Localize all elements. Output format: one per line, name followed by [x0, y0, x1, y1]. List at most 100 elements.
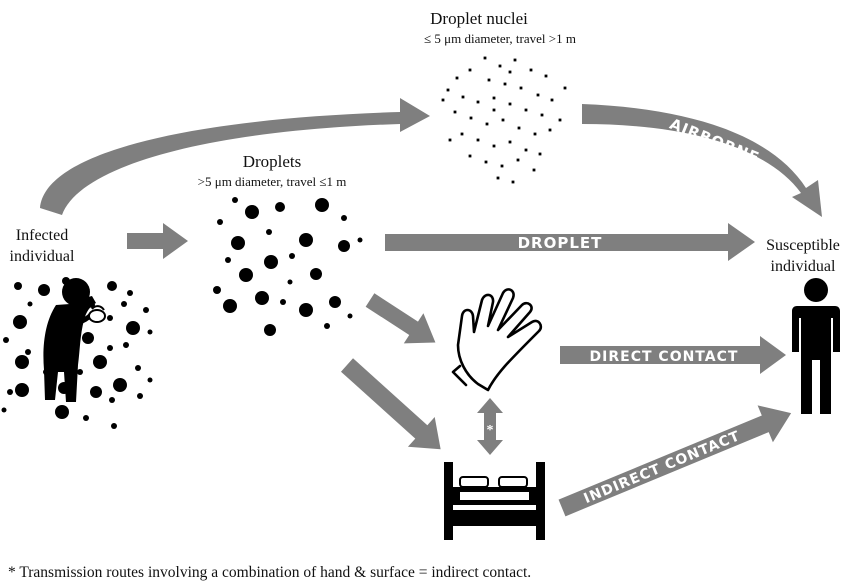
nucleus-particle	[496, 176, 500, 180]
nucleus-particle	[468, 68, 472, 72]
infected-droplet-particle	[14, 282, 22, 290]
droplets-cloud	[213, 197, 363, 336]
droplet-particle	[239, 268, 253, 282]
nucleus-particle	[550, 98, 554, 102]
droplet-particle	[299, 233, 313, 247]
droplet-nuclei-title: Droplet nuclei	[430, 9, 528, 28]
droplet-particle	[341, 215, 347, 221]
infected-droplet-particle	[107, 345, 113, 351]
nucleus-particle	[503, 82, 507, 86]
infected-droplet-particle	[90, 386, 102, 398]
infected-droplet-particle	[126, 321, 140, 335]
nucleus-particle	[519, 86, 523, 90]
nucleus-particle	[548, 128, 552, 132]
infected-droplet-particle	[143, 307, 149, 313]
droplet-particle	[255, 291, 269, 305]
droplet-particle	[289, 253, 295, 259]
nucleus-particle	[441, 98, 445, 102]
infected-droplet-particle	[107, 281, 117, 291]
infected-droplet-particle	[38, 284, 50, 296]
indirect-contact-arrow: INDIRECT CONTACT	[558, 405, 792, 517]
direct-contact-arrow	[560, 336, 786, 374]
footnote: * Transmission routes involving a combin…	[8, 564, 531, 581]
nucleus-particle	[508, 140, 512, 144]
nucleus-particle	[448, 138, 452, 142]
droplet-particle	[315, 198, 329, 212]
nucleus-particle	[508, 70, 512, 74]
nucleus-particle	[532, 168, 536, 172]
infected-droplet-particle	[135, 365, 141, 371]
nucleus-particle	[492, 144, 496, 148]
nucleus-particle	[524, 148, 528, 152]
droplet-particle	[287, 279, 293, 285]
droplet-particle	[245, 205, 259, 219]
droplet-particle	[347, 313, 353, 319]
hand-icon	[451, 288, 543, 392]
droplet-particle	[324, 323, 330, 329]
infected-droplet-particle	[113, 378, 127, 392]
nucleus-particle	[476, 100, 480, 104]
infected-droplet-particle	[77, 369, 83, 375]
standing-person-icon	[792, 278, 840, 414]
infected-droplet-particle	[1, 407, 7, 413]
nucleus-particle	[511, 180, 515, 184]
infected-droplet-particle	[15, 383, 29, 397]
droplet-particle	[266, 229, 272, 235]
infected-droplet-particle	[7, 389, 13, 395]
infected-label-line1: Infected	[16, 227, 68, 244]
infected-droplet-particle	[93, 355, 107, 369]
nucleus-particle	[524, 108, 528, 112]
infected-droplet-particle	[13, 315, 27, 329]
infected-droplet-particle	[147, 329, 153, 335]
nucleus-particle	[533, 132, 537, 136]
nucleus-particle	[469, 116, 473, 120]
infected-droplet-particle	[127, 290, 133, 296]
nucleus-particle	[476, 138, 480, 142]
nucleus-particle	[516, 158, 520, 162]
hand-surface-asterisk: *	[487, 423, 494, 438]
droplet-arrow	[385, 223, 755, 261]
droplet-nuclei-subtitle: ≤ 5 μm diameter, travel >1 m	[424, 31, 576, 46]
hand-surface-double-arrow	[477, 398, 503, 455]
nucleus-particle	[563, 86, 567, 90]
nucleus-particle	[446, 88, 450, 92]
infected-droplet-particle	[25, 349, 31, 355]
direct-contact-label: DIRECT CONTACT	[590, 349, 739, 365]
infected-droplet-particle	[83, 415, 89, 421]
to-hand-arrow	[365, 293, 436, 344]
nucleus-particle	[500, 164, 504, 168]
nucleus-particle	[498, 64, 502, 68]
droplet-particle	[223, 299, 237, 313]
infected-droplet-particle	[82, 332, 94, 344]
airborne-arrow	[582, 104, 822, 217]
droplet-particle	[280, 299, 286, 305]
infected-droplet-cloud	[1, 277, 153, 429]
droplet-nuclei-cloud	[441, 56, 567, 184]
to-droplets-arrow	[127, 223, 188, 259]
nucleus-particle	[468, 154, 472, 158]
droplet-particle	[264, 255, 278, 269]
infected-droplet-particle	[3, 337, 9, 343]
indirect-contact-label: INDIRECT CONTACT	[582, 428, 743, 507]
infected-droplet-particle	[137, 393, 143, 399]
infected-droplet-particle	[111, 423, 117, 429]
droplet-particle	[264, 324, 276, 336]
droplet-particle	[275, 202, 285, 212]
nucleus-particle	[485, 122, 489, 126]
droplet-particle	[299, 303, 313, 317]
nucleus-particle	[484, 160, 488, 164]
infected-droplet-particle	[107, 315, 113, 321]
nucleus-particle	[501, 118, 505, 122]
infected-droplet-particle	[121, 301, 127, 307]
droplet-particle	[217, 219, 223, 225]
nucleus-particle	[453, 110, 457, 114]
airborne-arc-arrow	[40, 98, 430, 215]
nucleus-particle	[529, 68, 533, 72]
to-bed-arrow	[340, 358, 441, 450]
droplet-particle	[225, 257, 231, 263]
nucleus-particle	[492, 96, 496, 100]
susceptible-label-line1: Susceptible	[766, 237, 840, 254]
nucleus-particle	[455, 76, 459, 80]
